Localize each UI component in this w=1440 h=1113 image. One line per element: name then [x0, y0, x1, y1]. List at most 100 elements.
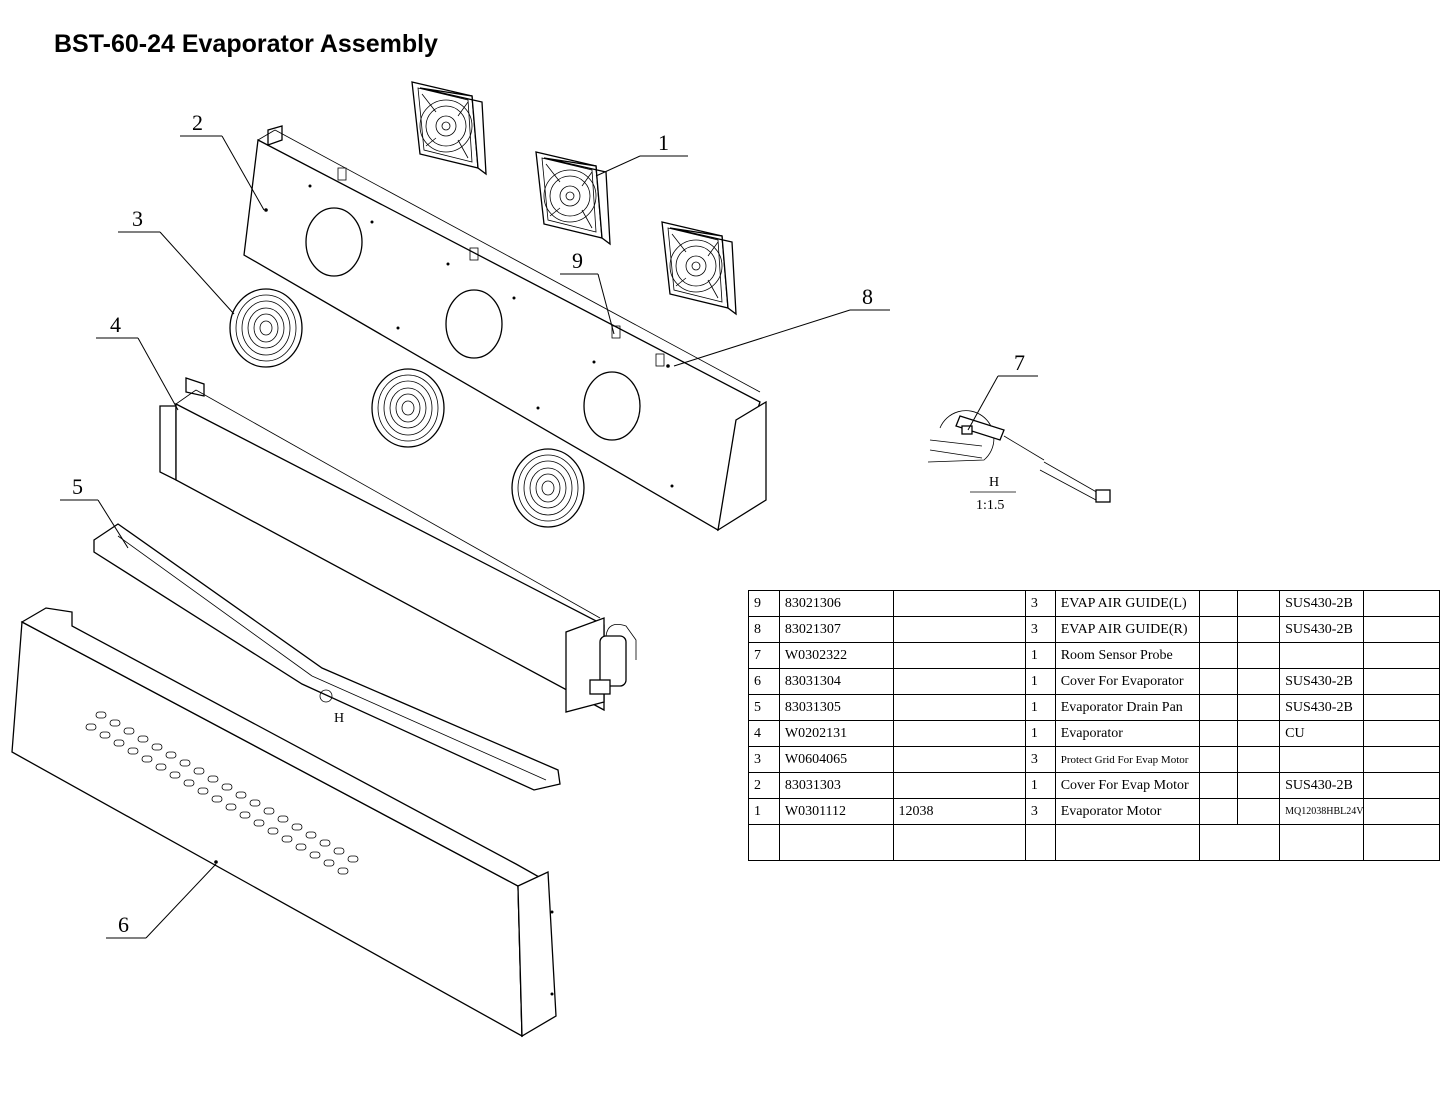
part-note — [1363, 772, 1440, 799]
row-number: 7 — [748, 642, 780, 669]
row-number: 4 — [748, 720, 780, 747]
part-material — [1279, 642, 1365, 669]
table-row: 9 83021306 3 EVAP AIR GUIDE(L) SUS430-2B — [748, 590, 1440, 617]
part-note — [1363, 720, 1440, 747]
drain-pan-part: H — [93, 523, 561, 791]
callout-8: 8 — [862, 284, 873, 309]
detail-mark-h: H — [334, 711, 344, 726]
empty-cell — [1279, 824, 1365, 861]
part-spec — [892, 668, 1026, 695]
callout-6: 6 — [118, 912, 129, 937]
part-name: Protect Grid For Evap Motor — [1054, 746, 1200, 773]
part-name: Evaporator — [1054, 720, 1200, 747]
part-code: 83031304 — [778, 668, 894, 695]
part-spec — [892, 616, 1026, 643]
extra-col-2 — [1237, 668, 1281, 695]
callout-3: 3 — [132, 206, 143, 231]
part-spec — [892, 746, 1026, 773]
row-number: 9 — [748, 590, 780, 617]
row-number: 6 — [748, 668, 780, 695]
evap-motor-cover-part — [243, 125, 767, 532]
extra-col-2 — [1237, 798, 1281, 825]
part-material: SUS430-2B — [1279, 590, 1365, 617]
callout-2: 2 — [192, 110, 203, 135]
part-note — [1363, 668, 1440, 695]
part-material: SUS430-2B — [1279, 616, 1365, 643]
extra-col-1 — [1198, 616, 1239, 643]
callout-7: 7 — [1014, 350, 1025, 375]
table-row: 3 W0604065 3 Protect Grid For Evap Motor — [748, 746, 1440, 773]
row-number: 1 — [748, 798, 780, 825]
part-note — [1363, 746, 1440, 773]
table-row: 7 W0302322 1 Room Sensor Probe — [748, 642, 1440, 669]
part-name: Evaporator Motor — [1054, 798, 1200, 825]
part-material — [1279, 746, 1365, 773]
empty-cell — [1363, 824, 1440, 861]
part-name: Cover For Evap Motor — [1054, 772, 1200, 799]
empty-cell — [1198, 824, 1281, 861]
part-qty: 3 — [1024, 798, 1056, 825]
part-name: Cover For Evaporator — [1054, 668, 1200, 695]
row-number: 5 — [748, 694, 780, 721]
extra-col-2 — [1237, 720, 1281, 747]
table-row: 8 83021307 3 EVAP AIR GUIDE(R) SUS430-2B — [748, 616, 1440, 643]
part-qty: 1 — [1024, 694, 1056, 721]
empty-cell — [748, 824, 780, 861]
part-spec — [892, 642, 1026, 669]
part-spec — [892, 694, 1026, 721]
part-note — [1363, 642, 1440, 669]
empty-cell — [1054, 824, 1200, 861]
part-material: SUS430-2B — [1279, 772, 1365, 799]
callouts: 2 1 3 9 8 4 5 7 6 — [60, 110, 1038, 939]
evaporator-cover-part — [11, 607, 557, 1038]
extra-col-1 — [1198, 694, 1239, 721]
table-row: 1 W0301112 12038 3 Evaporator Motor MQ12… — [748, 798, 1440, 825]
extra-col-2 — [1237, 642, 1281, 669]
part-spec: 12038 — [892, 798, 1026, 825]
row-number: 8 — [748, 616, 780, 643]
part-code: 83021307 — [778, 616, 894, 643]
part-spec — [892, 720, 1026, 747]
callout-1: 1 — [658, 130, 669, 155]
part-note — [1363, 694, 1440, 721]
row-number: 2 — [748, 772, 780, 799]
extra-col-2 — [1237, 746, 1281, 773]
room-sensor-probe-part: H 1:1.5 — [927, 410, 1111, 513]
extra-col-1 — [1198, 668, 1239, 695]
part-code: W0302322 — [778, 642, 894, 669]
part-note — [1363, 616, 1440, 643]
part-code: 83031303 — [778, 772, 894, 799]
extra-col-1 — [1198, 772, 1239, 799]
detail-scale: 1:1.5 — [976, 498, 1004, 513]
table-row-empty — [748, 824, 1440, 861]
empty-cell — [1024, 824, 1056, 861]
extra-col-1 — [1198, 642, 1239, 669]
table-row: 5 83031305 1 Evaporator Drain Pan SUS430… — [748, 694, 1440, 721]
empty-cell — [892, 824, 1026, 861]
page-title: BST-60-24 Evaporator Assembly — [54, 30, 438, 58]
extra-col-1 — [1198, 590, 1239, 617]
part-code: 83031305 — [778, 694, 894, 721]
part-qty: 1 — [1024, 772, 1056, 799]
part-material: SUS430-2B — [1279, 694, 1365, 721]
part-qty: 1 — [1024, 668, 1056, 695]
part-material: SUS430-2B — [1279, 668, 1365, 695]
extra-col-2 — [1237, 772, 1281, 799]
callout-5: 5 — [72, 474, 83, 499]
table-row: 2 83031303 1 Cover For Evap Motor SUS430… — [748, 772, 1440, 799]
callout-9: 9 — [572, 248, 583, 273]
part-material: MQ12038HBL24V — [1279, 798, 1365, 825]
part-name: EVAP AIR GUIDE(L) — [1054, 590, 1200, 617]
bill-of-materials-table: 9 83021306 3 EVAP AIR GUIDE(L) SUS430-2B… — [748, 590, 1440, 861]
part-qty: 3 — [1024, 590, 1056, 617]
row-number: 3 — [748, 746, 780, 773]
extra-col-1 — [1198, 798, 1239, 825]
part-note — [1363, 798, 1440, 825]
extra-col-2 — [1237, 590, 1281, 617]
extra-col-2 — [1237, 616, 1281, 643]
extra-col-1 — [1198, 720, 1239, 747]
part-qty: 1 — [1024, 642, 1056, 669]
part-spec — [892, 772, 1026, 799]
empty-cell — [778, 824, 894, 861]
